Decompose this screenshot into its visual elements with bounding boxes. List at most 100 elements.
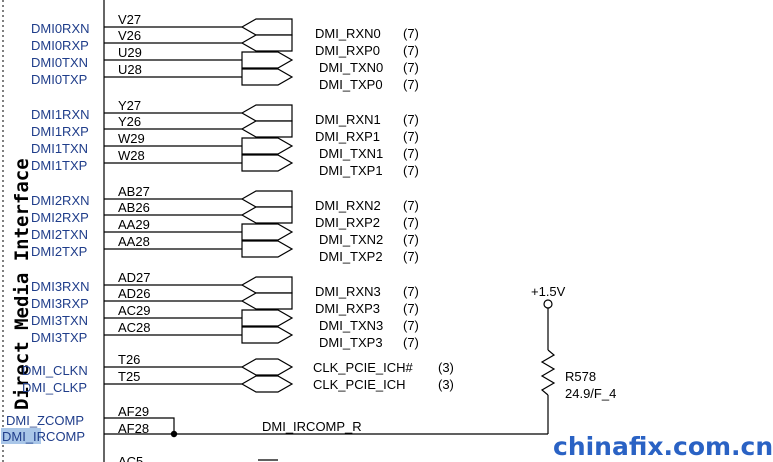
pin-name: DMI0RXN: [31, 21, 90, 36]
pin-name: DMI0RXP: [31, 38, 89, 53]
page-ref: (7): [403, 77, 419, 92]
page-ref: (7): [403, 215, 419, 230]
page-ref: (7): [403, 232, 419, 247]
offpage-connector-in: [240, 104, 293, 122]
page-ref: (7): [403, 146, 419, 161]
pin-name: DMI0TXP: [31, 72, 87, 87]
offpage-connector-in: [240, 276, 293, 294]
page-ref: (7): [403, 284, 419, 299]
net-label: DMI_TXN1: [319, 146, 383, 161]
pin-ball: V26: [118, 28, 141, 43]
pin-name: DMI3RXN: [31, 279, 90, 294]
net-label: DMI_TXN2: [319, 232, 383, 247]
offpage-connector-in: [240, 18, 293, 36]
junction-dot: [170, 430, 178, 438]
watermark: chinafix.com.cn: [553, 432, 773, 461]
power-rail-terminal: [543, 299, 553, 309]
offpage-connector-out: [241, 51, 294, 69]
offpage-connector-in: [240, 34, 293, 52]
net-label: DMI_TXP3: [319, 335, 383, 350]
clock-pin-ball: T26: [118, 352, 140, 367]
pin-name: DMI1TXN: [31, 141, 88, 156]
page-ref: (7): [403, 163, 419, 178]
net-label: DMI_RXN0: [315, 26, 381, 41]
clock-pin-ball: T25: [118, 369, 140, 384]
offpage-connector-bi: [240, 375, 294, 393]
page-ref: (7): [403, 43, 419, 58]
clock-page-ref: (3): [438, 377, 454, 392]
offpage-connector-in: [240, 206, 293, 224]
clock-pin-name: DMI_CLKN: [22, 363, 88, 378]
page-ref: (7): [403, 26, 419, 41]
pin-ball: AB27: [118, 184, 150, 199]
pin-ball: V27: [118, 12, 141, 27]
pin-name: DMI2RXP: [31, 210, 89, 225]
resistor-r578-symbol: [540, 349, 556, 396]
page-ref: (7): [403, 112, 419, 127]
net-label: DMI_TXP1: [319, 163, 383, 178]
resistor-refdes: R578: [565, 369, 596, 384]
pin-ball: W29: [118, 131, 145, 146]
net-label: DMI_TXN3: [319, 318, 383, 333]
pin-group-2: DMI2RXNAB27DMI_RXN2(7)DMI2RXPAB26DMI_RXP…: [31, 184, 419, 264]
offpage-connector-out: [241, 68, 294, 86]
offpage-connector-out: [241, 309, 294, 327]
clock-net-label: CLK_PCIE_ICH: [313, 377, 405, 392]
pin-name: DMI1RXP: [31, 124, 89, 139]
page-ref: (7): [403, 318, 419, 333]
net-label: DMI_TXP2: [319, 249, 383, 264]
pin-ball: U29: [118, 45, 142, 60]
power-rail-label: +1.5V: [531, 284, 566, 299]
page-ref: (7): [403, 249, 419, 264]
clock-pin-name: DMI_CLKP: [22, 380, 87, 395]
offpage-connector-out: [241, 154, 294, 172]
pin-ball: AC29: [118, 303, 151, 318]
pin-name: DMI2TXP: [31, 244, 87, 259]
pin-group-0: DMI0RXNV27DMI_RXN0(7)DMI0RXPV26DMI_RXP0(…: [31, 12, 419, 92]
clock-page-ref: (3): [438, 360, 454, 375]
net-label: DMI_RXP2: [315, 215, 380, 230]
pin-ball: AD27: [118, 270, 151, 285]
pin-ball: Y27: [118, 98, 141, 113]
pin-ball: AC28: [118, 320, 151, 335]
ircomp-ball: AF28: [118, 421, 149, 436]
offpage-connector-out: [241, 326, 294, 344]
net-label: DMI_RXN3: [315, 284, 381, 299]
pin-name: DMI3TXN: [31, 313, 88, 328]
net-label: DMI_RXN1: [315, 112, 381, 127]
offpage-connector-out: [241, 223, 294, 241]
pin-name: DMI2TXN: [31, 227, 88, 242]
pin-name: DMI3TXP: [31, 330, 87, 345]
block-label: Direct Media Interface: [11, 158, 33, 410]
pin-name: DMI1RXN: [31, 107, 90, 122]
offpage-connector-in: [240, 190, 293, 208]
net-label: DMI_TXN0: [319, 60, 383, 75]
net-label: DMI_TXP0: [319, 77, 383, 92]
pin-name: DMI0TXN: [31, 55, 88, 70]
pin-name: DMI2RXN: [31, 193, 90, 208]
page-ref: (7): [403, 301, 419, 316]
pin-ball: AB26: [118, 200, 150, 215]
clock-net-label: CLK_PCIE_ICH#: [313, 360, 413, 375]
offpage-connector-in: [240, 292, 293, 310]
offpage-connector-in: [240, 120, 293, 138]
net-label: DMI_RXP3: [315, 301, 380, 316]
pin-ball: AD26: [118, 286, 151, 301]
pin-group-1: DMI1RXNY27DMI_RXN1(7)DMI1RXPY26DMI_RXP1(…: [31, 98, 419, 178]
pin-ball: U28: [118, 62, 142, 77]
pin-ball: Y26: [118, 114, 141, 129]
offpage-connector-out: [241, 240, 294, 258]
ircomp-pin-name: DMI_IRCOMP: [2, 429, 85, 444]
page-ref: (7): [403, 60, 419, 75]
offpage-connector-out: [241, 137, 294, 155]
page-ref: (7): [403, 129, 419, 144]
page-ref: (7): [403, 198, 419, 213]
pin-ball: AA29: [118, 217, 150, 232]
pin-ball: W28: [118, 148, 145, 163]
ircomp-highlight: [1, 428, 41, 444]
zcomp-ball: AF29: [118, 404, 149, 419]
pin-ball: AA28: [118, 234, 150, 249]
resistor-value: 24.9/F_4: [565, 386, 616, 401]
